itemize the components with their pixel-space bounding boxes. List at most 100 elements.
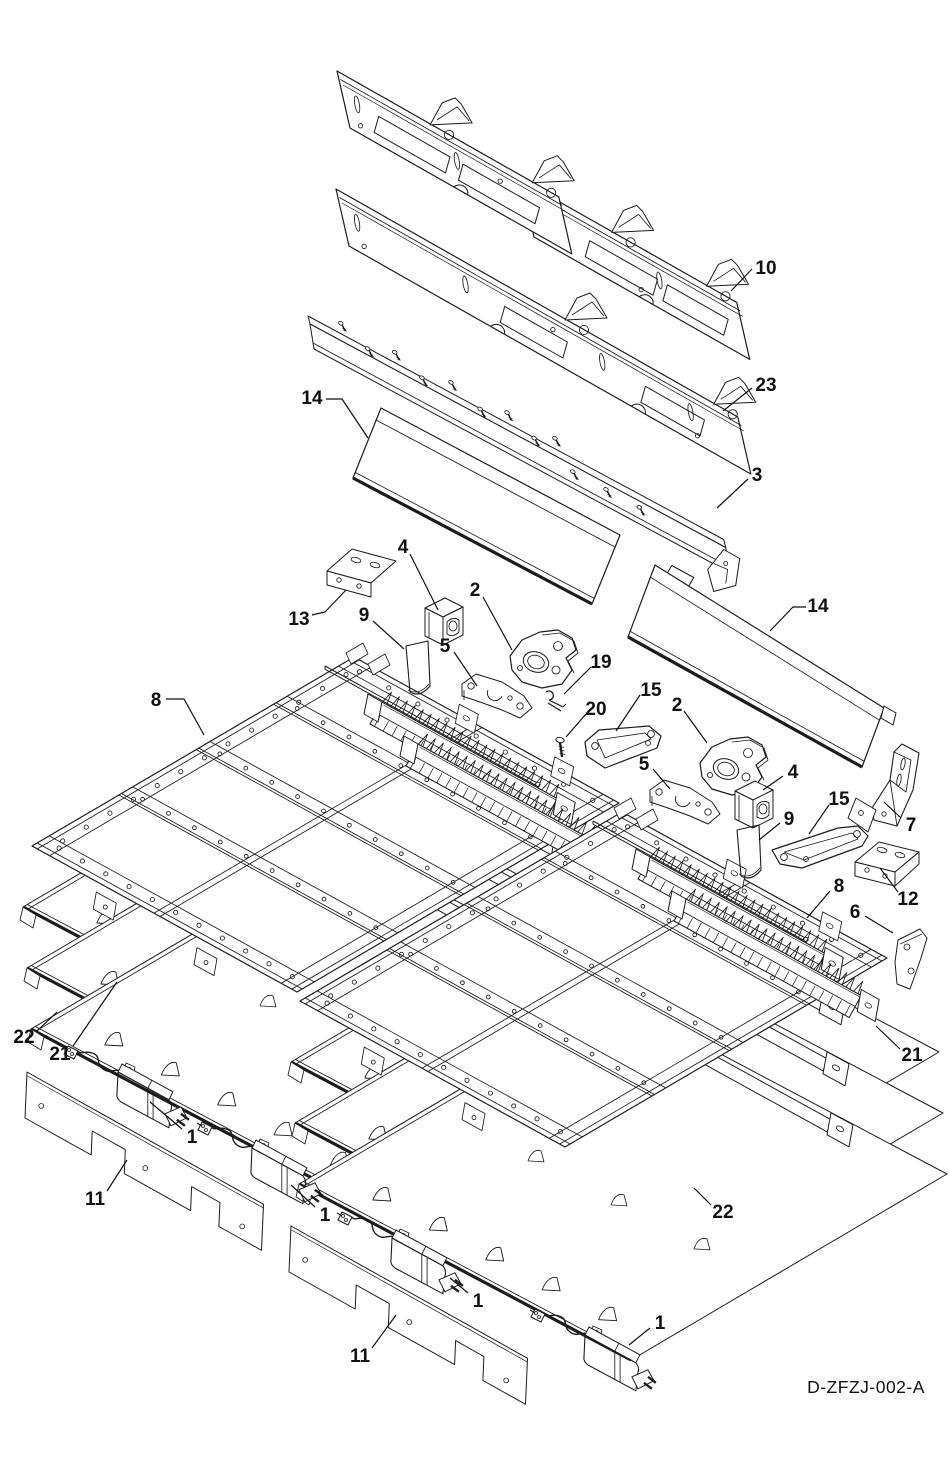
callout-label-3-2: 3 [752,465,763,486]
part-8-frame-left [31,642,620,993]
part-4-clevis-left [424,597,464,646]
callout-label-8-14: 8 [151,690,162,711]
callout-label-21-24: 21 [49,1044,71,1065]
part-5-bracket-right [649,779,721,825]
callout-leader-11-27 [106,1159,128,1192]
part-15-gusset-left [584,725,662,769]
part-9-shim-left [405,640,431,695]
callout-label-21-25: 21 [901,1045,923,1066]
callout-label-22-23: 22 [13,1027,34,1048]
callout-leader-1-28 [290,1184,316,1208]
part-11-strip-right [288,1225,529,1405]
serrated-strips-right [631,846,880,1022]
part-6-plate [894,928,928,990]
part-20-bolt [555,736,566,758]
part-15-gusset-right [771,825,869,869]
callout-leader-4-16 [762,775,784,791]
callout-label-9-7: 9 [359,605,370,626]
part-9-shim-right [736,824,762,879]
callout-label-1-30: 1 [473,1291,484,1312]
callout-label-5-15: 5 [639,754,650,775]
exploded-view-art [19,70,948,1405]
callout-label-22-29: 22 [712,1202,733,1223]
callout-leader-10-0 [730,268,753,292]
callout-leader-9-7 [372,620,405,650]
callout-leader-19-9 [563,666,592,695]
callout-label-1-32: 1 [655,1313,666,1334]
callout-leader-4-5 [409,553,439,611]
callout-leader-11-31 [371,1314,397,1349]
callout-label-6-22: 6 [850,902,861,923]
part-1-actuator-3 [336,1211,464,1295]
sieve-assembly-right [287,797,948,1362]
callout-label-4-16: 4 [788,762,799,783]
callout-leader-13-4 [311,589,347,616]
part-2-plate-left [509,629,579,689]
callout-label-13-4: 13 [288,609,309,630]
part-22-sheet-right-3 [295,997,948,1362]
callout-label-15-11: 15 [640,680,662,701]
drawing-id: D-ZFZJ-002-A [807,1377,925,1397]
callout-label-14-13: 14 [807,596,829,617]
callout-leader-12-20 [879,867,899,893]
callout-label-5-8: 5 [440,636,451,657]
callout-label-1-26: 1 [187,1127,198,1148]
callout-leader-14-3 [326,398,369,439]
callout-leader-9-19 [758,822,781,841]
callout-leader-5-15 [652,768,671,790]
part-10-rail-left [336,70,575,255]
callout-label-19-9: 19 [590,652,611,673]
callout-leader-3-2 [716,478,749,509]
callout-leader-8-21 [806,890,831,919]
callout-leader-1-30 [449,1277,469,1294]
part-3-angle-channel [307,315,741,592]
part-8-frame-right [299,797,888,1148]
callout-label-7-17: 7 [906,815,917,836]
part-7-support-bracket [847,743,920,833]
callout-label-10-0: 10 [755,258,776,279]
callout-label-11-31: 11 [350,1346,371,1367]
part-19-cotter-pin [545,690,567,712]
part-1-actuator-2 [196,1121,324,1205]
callout-leader-23-1 [722,387,753,412]
callout-leader-7-17 [883,801,902,819]
callout-leader-2-6 [482,596,513,651]
callout-leader-22-29 [693,1187,712,1206]
callout-leader-1-26 [149,1101,183,1130]
callout-label-12-20: 12 [897,889,918,910]
callout-leader-8-14 [166,698,205,736]
callout-leader-15-18 [808,804,830,835]
callout-label-11-27: 11 [85,1189,106,1210]
part-1-actuator-1 [62,1045,190,1129]
callout-label-9-19: 9 [784,809,795,830]
callout-leader-2-12 [683,710,708,744]
part-14-deflector-right [627,564,897,769]
callout-leader-5-8 [453,651,478,687]
sieve-assembly-left [19,642,680,1207]
callout-leader-1-32 [628,1327,651,1346]
part-2-plate-right [699,736,769,796]
part-5-bracket-left [461,673,533,719]
callout-label-15-18: 15 [828,789,850,810]
callout-label-14-3: 14 [301,388,323,409]
part-14-deflector-left [352,407,621,606]
part-12-z-bracket [854,841,920,887]
part-11-strip-left [24,1071,265,1251]
serrated-strips-left [363,691,612,867]
callout-leader-14-13 [769,606,806,632]
callout-label-4-5: 4 [398,537,409,558]
part-23-rail [335,188,757,475]
callout-label-2-12: 2 [672,695,683,716]
part-4-clevis-right [734,780,774,829]
callout-leader-6-22 [864,915,894,934]
callout-label-20-10: 20 [585,699,606,720]
callout-label-1-28: 1 [320,1205,331,1226]
part-13-angle-bracket [326,548,397,598]
part-1-actuator-4 [529,1308,657,1392]
callout-leader-15-11 [615,694,641,732]
callout-leader-22-23 [36,1011,58,1032]
callout-label-2-6: 2 [470,580,481,601]
callout-leader-21-24 [72,981,118,1047]
